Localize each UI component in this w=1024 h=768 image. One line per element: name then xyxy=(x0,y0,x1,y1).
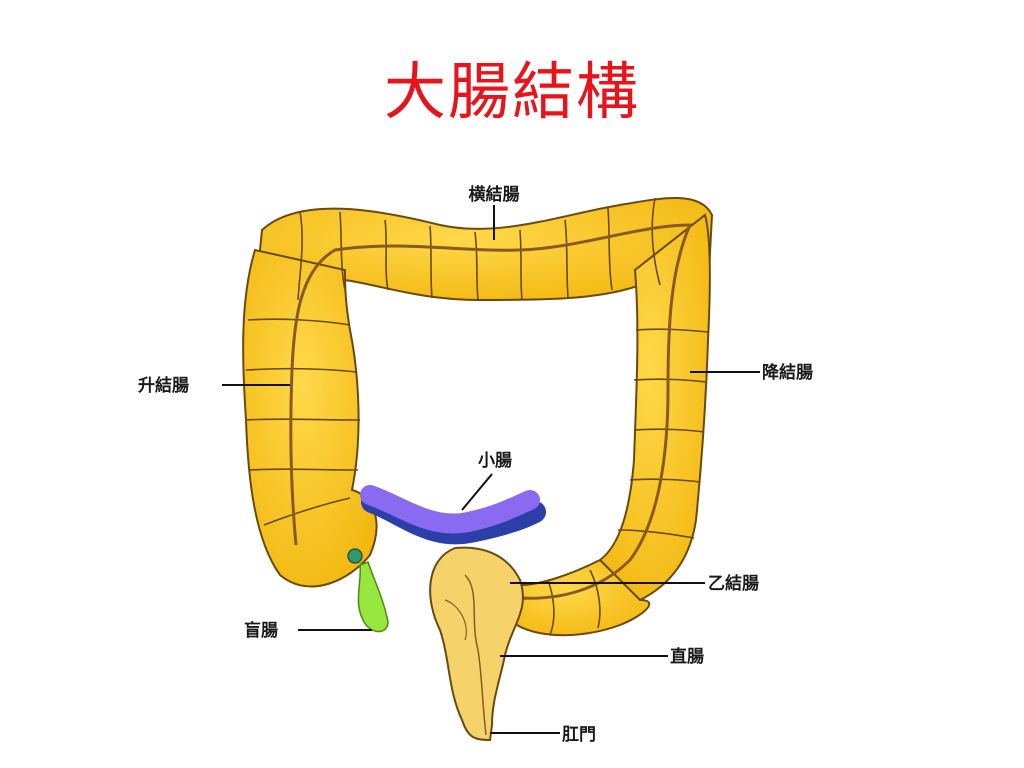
haustra-lines xyxy=(245,197,709,636)
descending-colon xyxy=(598,213,711,602)
label-small-intestine: 小腸 xyxy=(478,451,512,471)
label-descending-colon: 降結腸 xyxy=(762,362,813,383)
label-sigmoid-colon: 乙結腸 xyxy=(708,573,759,594)
label-anus: 肛門 xyxy=(562,725,596,745)
ileocecal-valve xyxy=(347,548,363,564)
taenia-band xyxy=(289,223,693,600)
label-ascending-colon: 升結腸 xyxy=(138,375,189,396)
rectum-fold xyxy=(464,574,487,736)
appendix xyxy=(357,561,389,633)
label-cecum: 盲腸 xyxy=(244,620,278,641)
rectum-group xyxy=(429,546,524,742)
label-transverse-colon: 横結腸 xyxy=(469,184,520,205)
rectum-fold-2 xyxy=(444,599,467,641)
ascending-colon xyxy=(242,248,378,588)
label-rectum: 直腸 xyxy=(670,646,704,667)
leader-lines xyxy=(222,205,760,734)
small-intestine xyxy=(360,485,540,534)
colon-body xyxy=(242,197,714,637)
small-intestine-group xyxy=(360,485,546,545)
slide-title: 大腸結構 xyxy=(383,55,640,128)
